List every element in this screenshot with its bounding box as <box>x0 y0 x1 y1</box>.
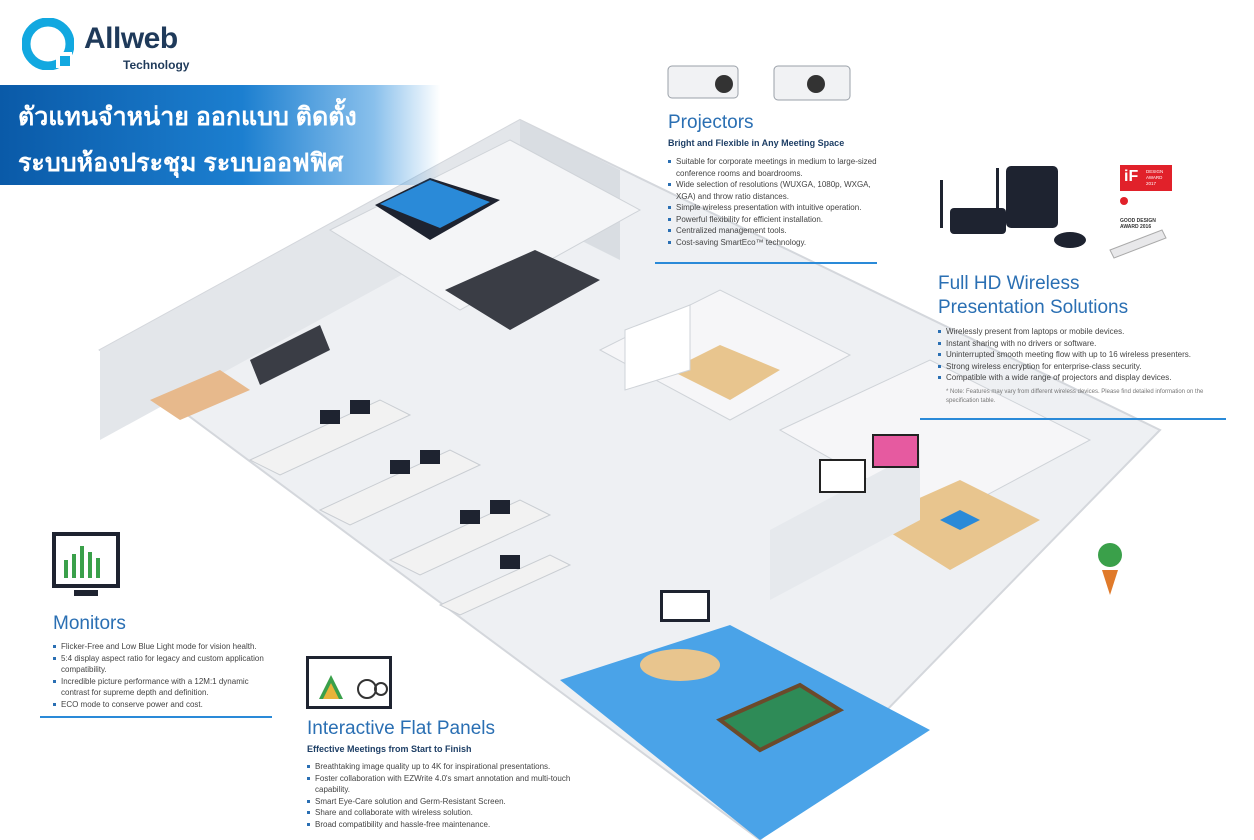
list-item: 5:4 display aspect ratio for legacy and … <box>53 653 273 676</box>
list-item: Smart Eye-Care solution and Germ-Resista… <box>307 796 582 808</box>
list-item: ECO mode to conserve power and cost. <box>53 699 273 711</box>
list-item: Breathtaking image quality up to 4K for … <box>307 761 582 773</box>
list-item: Strong wireless encryption for enterpris… <box>938 361 1228 373</box>
list-item: Share and collaborate with wireless solu… <box>307 807 582 819</box>
wireless-title-line-2: Presentation Solutions <box>938 297 1129 318</box>
list-item: Broad compatibility and hassle-free main… <box>307 819 582 831</box>
banner-line-1: ตัวแทนจำหน่าย ออกแบบ ติดตั้ง <box>18 103 357 131</box>
list-item: Flicker-Free and Low Blue Light mode for… <box>53 641 273 653</box>
if-award-text: DESIGN AWARD 2017 <box>1146 169 1164 186</box>
list-item: Simple wireless presentation with intuit… <box>668 202 883 214</box>
projectors-bullets: Suitable for corporate meetings in mediu… <box>668 156 883 248</box>
list-item: Foster collaboration with EZWrite 4.0's … <box>307 773 582 796</box>
wireless-title-line-1: Full HD Wireless <box>938 273 1080 294</box>
list-item: Compatible with a wide range of projecto… <box>938 372 1228 384</box>
logo-subtitle: Technology <box>123 58 190 72</box>
monitors-title: Monitors <box>53 613 126 634</box>
wireless-section: Full HD Wireless Presentation Solutions … <box>938 273 1228 406</box>
wireless-bullets: Wirelessly present from laptops or mobil… <box>938 326 1228 384</box>
company-logo: Allweb Technology <box>22 18 212 78</box>
projected-diagram <box>624 304 691 391</box>
projectors-section: Projectors Bright and Flexible in Any Me… <box>668 112 883 248</box>
good-design-text: GOOD DESIGN AWARD 2016 <box>1120 218 1156 230</box>
logo-mark-icon <box>22 18 74 70</box>
conference-table <box>445 250 600 330</box>
ifp-subtitle: Effective Meetings from Start to Finish <box>307 744 472 754</box>
list-item: Incredible picture performance with a 12… <box>53 676 273 699</box>
office-isometric-illustration <box>98 118 1162 840</box>
ifp-section: Interactive Flat Panels Effective Meetin… <box>307 718 582 830</box>
flat-panel-image <box>306 656 392 709</box>
good-design-badge: GOOD DESIGN AWARD 2016 <box>1120 197 1182 233</box>
banner-line-2: ระบบห้องประชุม ระบบออฟฟิศ <box>18 149 344 177</box>
wireless-device-images <box>940 166 1167 259</box>
monitors-section: Monitors Flicker-Free and Low Blue Light… <box>53 613 273 710</box>
list-item: Cost-saving SmartEco™ technology. <box>668 237 883 249</box>
list-item: Centralized management tools. <box>668 225 883 237</box>
ifp-title: Interactive Flat Panels <box>307 718 495 739</box>
list-item: Powerful flexibility for efficient insta… <box>668 214 883 226</box>
logo-name: Allweb <box>84 22 178 55</box>
if-award-logo: iF <box>1124 168 1139 185</box>
list-item: Uninterrupted smooth meeting flow with u… <box>938 349 1228 361</box>
list-item: Suitable for corporate meetings in mediu… <box>668 156 883 179</box>
good-design-icon <box>1120 197 1128 205</box>
ifp-bullets: Breathtaking image quality up to 4K for … <box>307 761 582 830</box>
projector-images <box>667 65 851 101</box>
projectors-title: Projectors <box>668 112 754 133</box>
projectors-divider <box>655 262 877 264</box>
thai-banner: ตัวแทนจำหน่าย ออกแบบ ติดตั้ง ระบบห้องประ… <box>0 85 440 185</box>
wireless-note: * Note: Features may vary from different… <box>946 388 1204 404</box>
monitors-divider <box>40 716 272 718</box>
monitor-image <box>52 532 120 596</box>
if-award-badge: iF DESIGN AWARD 2017 <box>1120 165 1172 191</box>
wireless-divider <box>920 418 1226 420</box>
list-item: Wide selection of resolutions (WUXGA, 10… <box>668 179 883 202</box>
monitors-bullets: Flicker-Free and Low Blue Light mode for… <box>53 641 273 710</box>
billiard-table <box>716 682 845 753</box>
projectors-subtitle: Bright and Flexible in Any Meeting Space <box>668 138 845 148</box>
list-item: Wirelessly present from laptops or mobil… <box>938 326 1228 338</box>
list-item: Instant sharing with no drivers or softw… <box>938 338 1228 350</box>
